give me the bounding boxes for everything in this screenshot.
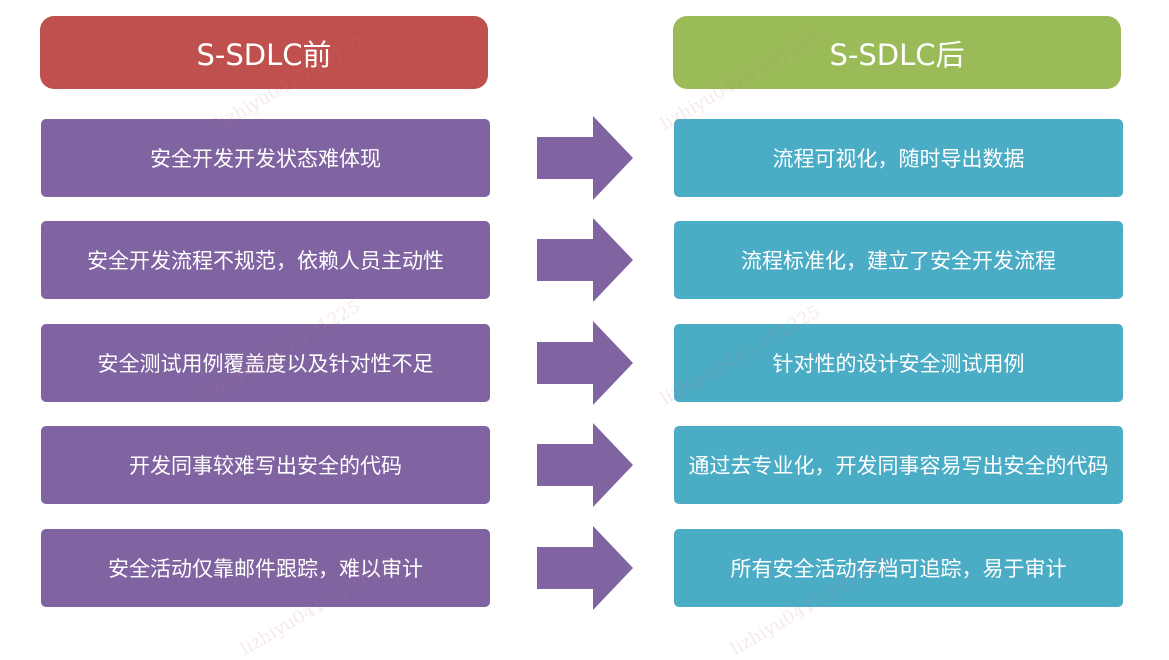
after-header: S-SDLC后 [673, 16, 1121, 89]
after-item-4: 通过去专业化，开发同事容易写出安全的代码 [674, 426, 1123, 504]
after-item-3: 针对性的设计安全测试用例 [674, 324, 1123, 402]
before-header: S-SDLC前 [40, 16, 488, 89]
before-item-2-label: 安全开发流程不规范，依赖人员主动性 [87, 249, 444, 273]
right-arrow-icon [537, 218, 633, 302]
right-arrow-icon [537, 423, 633, 507]
before-item-5: 安全活动仅靠邮件跟踪，难以审计 [41, 529, 490, 607]
before-item-4: 开发同事较难写出安全的代码 [41, 426, 490, 504]
before-item-1-label: 安全开发开发状态难体现 [150, 147, 381, 171]
before-item-3-label: 安全测试用例覆盖度以及针对性不足 [97, 352, 434, 376]
before-item-3: 安全测试用例覆盖度以及针对性不足 [41, 324, 490, 402]
after-item-5-label: 所有安全活动存档可追踪，易于审计 [730, 557, 1067, 581]
before-item-1: 安全开发开发状态难体现 [41, 119, 490, 197]
before-item-4-label: 开发同事较难写出安全的代码 [129, 454, 402, 478]
right-arrow-icon [537, 526, 633, 610]
after-item-5: 所有安全活动存档可追踪，易于审计 [674, 529, 1123, 607]
after-item-4-label: 通过去专业化，开发同事容易写出安全的代码 [688, 454, 1109, 478]
right-arrow-icon [537, 116, 633, 200]
after-item-3-label: 针对性的设计安全测试用例 [772, 352, 1025, 376]
after-item-1: 流程可视化，随时导出数据 [674, 119, 1123, 197]
after-header-label: S-SDLC后 [829, 37, 965, 72]
after-item-2-label: 流程标准化，建立了安全开发流程 [741, 249, 1056, 273]
before-item-5-label: 安全活动仅靠邮件跟踪，难以审计 [108, 557, 423, 581]
after-item-2: 流程标准化，建立了安全开发流程 [674, 221, 1123, 299]
after-item-1-label: 流程可视化，随时导出数据 [772, 147, 1025, 171]
before-header-label: S-SDLC前 [196, 37, 332, 72]
before-item-2: 安全开发流程不规范，依赖人员主动性 [41, 221, 490, 299]
right-arrow-icon [537, 321, 633, 405]
